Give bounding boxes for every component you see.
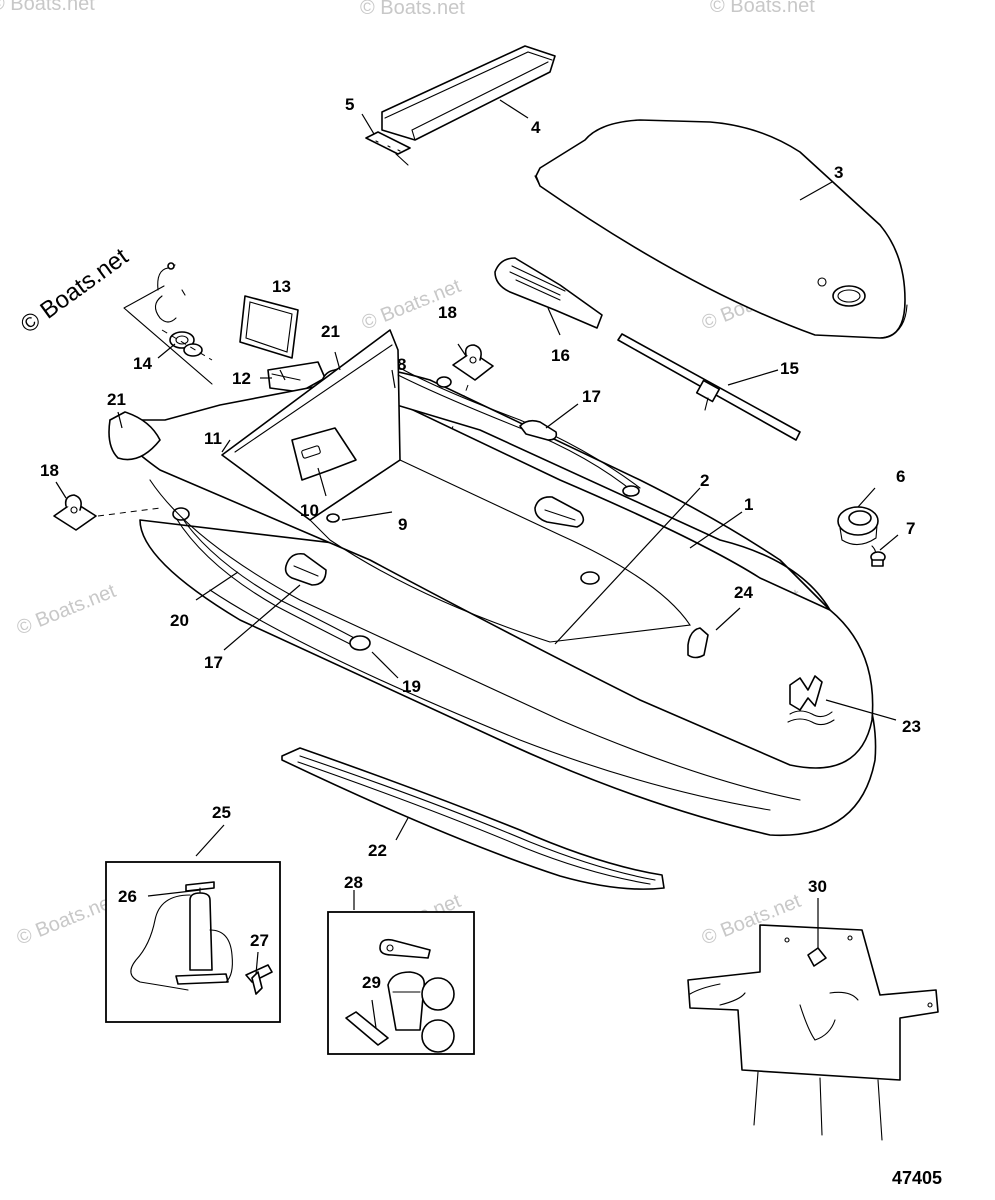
callout-20: 20 bbox=[170, 611, 189, 630]
transom-plate-part bbox=[239, 295, 299, 359]
keel-strip-part bbox=[281, 747, 665, 890]
callout-22: 22 bbox=[368, 841, 387, 860]
callout-13: 13 bbox=[272, 277, 291, 296]
callout-16: 16 bbox=[551, 346, 570, 365]
callout-3: 3 bbox=[834, 163, 843, 182]
callout-1: 1 bbox=[744, 495, 753, 514]
hand-pump-part bbox=[130, 881, 233, 991]
callout-27: 27 bbox=[250, 931, 269, 950]
callout-labels: 4 5 3 1 2 6 7 8 9 10 11 12 13 14 15 16 1… bbox=[40, 95, 921, 992]
callout-14: 14 bbox=[133, 354, 152, 373]
callout-8: 8 bbox=[397, 355, 406, 374]
oar-shaft-part bbox=[617, 333, 801, 441]
callout-17-lower: 17 bbox=[204, 653, 223, 672]
figure-number: 47405 bbox=[892, 1168, 942, 1188]
callout-19: 19 bbox=[402, 677, 421, 696]
callout-18-left: 18 bbox=[40, 461, 59, 480]
leader-lines bbox=[55, 99, 899, 1029]
callout-6: 6 bbox=[896, 467, 905, 486]
callout-30: 30 bbox=[808, 877, 827, 896]
callout-12: 12 bbox=[232, 369, 251, 388]
oar-blade-part bbox=[494, 257, 603, 329]
drain-cap-part bbox=[870, 545, 886, 567]
floorboard-part bbox=[534, 119, 908, 339]
callout-17-upper: 17 bbox=[582, 387, 601, 406]
callout-4: 4 bbox=[531, 118, 541, 137]
watermark-top-left: © Boats.net bbox=[0, 0, 95, 15]
callout-2: 2 bbox=[700, 471, 709, 490]
watermark-bottom-left: © Boats.net bbox=[14, 890, 120, 950]
callout-25: 25 bbox=[212, 803, 231, 822]
transom-pad-part bbox=[267, 361, 326, 393]
watermark-top-right: © Boats.net bbox=[710, 0, 815, 17]
callout-21-left: 21 bbox=[107, 390, 126, 409]
callout-18-upper: 18 bbox=[438, 303, 457, 322]
watermark-left-lower: © Boats.net bbox=[14, 580, 120, 640]
callout-7: 7 bbox=[906, 519, 915, 538]
callout-15: 15 bbox=[780, 359, 799, 378]
watermark-top-center: © Boats.net bbox=[360, 0, 465, 19]
boat-body-part bbox=[108, 329, 877, 837]
valve-assembly-part bbox=[123, 262, 213, 385]
callout-10: 10 bbox=[300, 501, 319, 520]
callout-21-right: 21 bbox=[321, 322, 340, 341]
callout-5: 5 bbox=[345, 95, 354, 114]
callout-23: 23 bbox=[902, 717, 921, 736]
repair-kit-part bbox=[345, 938, 455, 1053]
callout-9: 9 bbox=[398, 515, 407, 534]
seat-part bbox=[381, 45, 556, 141]
callout-29: 29 bbox=[362, 973, 381, 992]
callout-11: 11 bbox=[204, 429, 222, 448]
callout-24: 24 bbox=[734, 583, 753, 602]
cover-part bbox=[687, 924, 939, 1141]
pump-adapter-part bbox=[245, 964, 273, 995]
watermark-primary: © Boats.net bbox=[16, 243, 134, 339]
callout-26: 26 bbox=[118, 887, 137, 906]
drain-valve-part bbox=[837, 506, 879, 546]
callout-28: 28 bbox=[344, 873, 363, 892]
oarlock-left-part bbox=[53, 494, 161, 531]
